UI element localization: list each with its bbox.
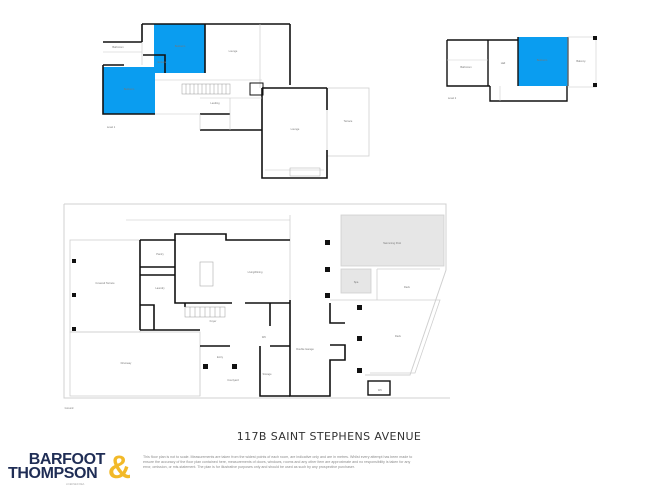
brand-line-1: BARFOOT — [28, 451, 106, 468]
bedroom-upper-1 — [154, 24, 205, 73]
brand-logo: BARFOOT THOMPSON & LICENSED REA — [8, 449, 133, 488]
svg-text:Ensuite: Ensuite — [158, 60, 167, 64]
svg-text:Hall: Hall — [501, 61, 506, 65]
svg-text:Ground: Ground — [65, 406, 74, 410]
svg-text:Bedroom: Bedroom — [175, 44, 186, 48]
svg-text:WC: WC — [378, 388, 382, 392]
svg-text:Spa: Spa — [354, 280, 359, 284]
ground-floor: Covered Terrace Living/Dining Pantry Lau… — [63, 203, 450, 410]
svg-text:Balcony: Balcony — [576, 59, 586, 63]
svg-text:Lounge: Lounge — [291, 127, 300, 131]
svg-text:Double Garage: Double Garage — [296, 347, 314, 351]
brand-subtitle: LICENSED REA — [66, 483, 85, 486]
svg-text:Landing: Landing — [210, 101, 220, 105]
svg-text:Driveway: Driveway — [121, 361, 132, 365]
upper-floor-b: Bedroom Balcony Bathroom Hall Level 2 — [446, 36, 597, 102]
svg-text:Level 1: Level 1 — [107, 125, 116, 129]
svg-text:Terrace: Terrace — [344, 119, 353, 123]
svg-text:Bedroom: Bedroom — [537, 58, 548, 62]
svg-text:Level 2: Level 2 — [448, 96, 457, 100]
svg-text:Bathroom: Bathroom — [460, 65, 471, 69]
svg-text:Deck: Deck — [395, 334, 402, 338]
property-address-title: 117B SAINT STEPHENS AVENUE — [236, 430, 422, 443]
svg-text:Pantry: Pantry — [156, 252, 164, 256]
swimming-pool — [340, 214, 445, 267]
svg-text:Entry: Entry — [217, 355, 224, 359]
spa — [340, 268, 372, 294]
svg-text:Lounge: Lounge — [229, 49, 238, 53]
floor-plan-drawing: Bedroom Bedroom Lounge Lounge Terrace La… — [63, 23, 597, 410]
svg-text:Swimming Pool: Swimming Pool — [383, 241, 401, 245]
bedroom-upper-3 — [518, 37, 568, 86]
svg-text:Laundry: Laundry — [155, 286, 165, 290]
disclaimer-text: This floor plan is not to scale. Measure… — [143, 455, 413, 469]
brand-ampersand: & — [107, 449, 131, 485]
upper-floor-a: Bedroom Bedroom Lounge Lounge Terrace La… — [102, 23, 370, 179]
svg-text:Deck: Deck — [404, 285, 411, 289]
svg-text:Living/Dining: Living/Dining — [248, 270, 263, 274]
svg-text:Foyer: Foyer — [210, 319, 217, 323]
bedroom-upper-2 — [103, 67, 155, 114]
svg-text:Bedroom: Bedroom — [124, 87, 135, 91]
svg-text:Covered Terrace: Covered Terrace — [95, 281, 115, 285]
svg-text:Bathroom: Bathroom — [112, 45, 123, 49]
svg-text:Storage: Storage — [262, 372, 272, 376]
svg-text:WC: WC — [262, 335, 266, 339]
svg-text:Courtyard: Courtyard — [227, 378, 239, 382]
brand-line-2: THOMPSON — [8, 465, 98, 482]
